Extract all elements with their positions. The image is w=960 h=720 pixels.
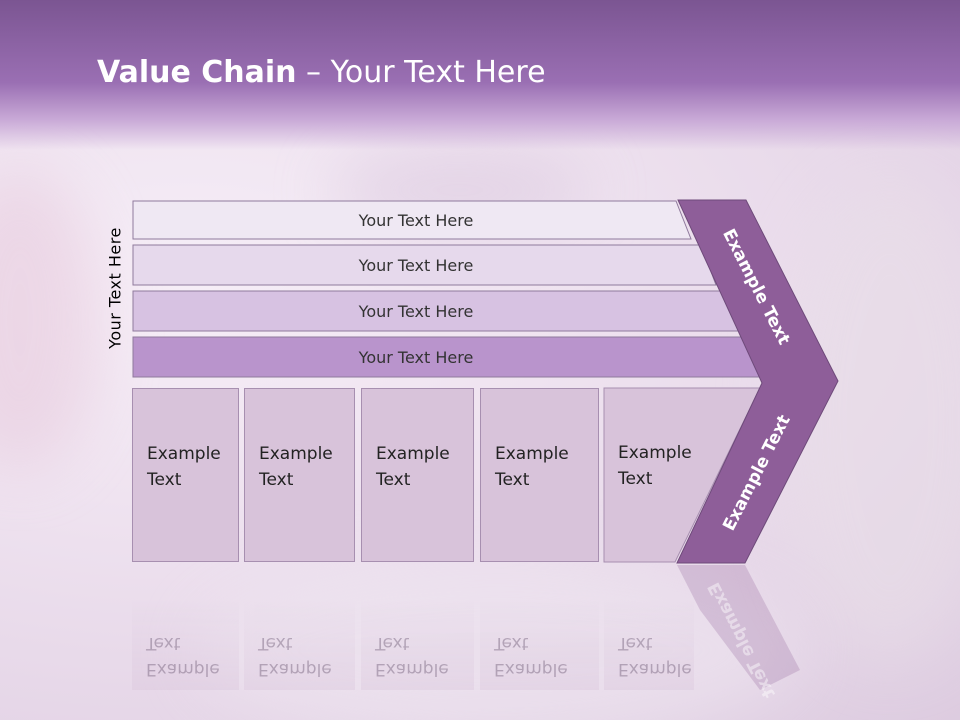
row-4-label: Your Text Here [358, 347, 474, 367]
row-1-label: Your Text Here [358, 210, 474, 230]
column-2-line2: Text [259, 470, 294, 490]
chevron-reflection [677, 565, 800, 690]
chevron-arrow[interactable] [676, 199, 839, 564]
row-3-label: Your Text Here [358, 301, 474, 321]
column-1-line1: Example [147, 444, 221, 464]
row-shape-1[interactable] [132, 200, 692, 240]
background-blob [200, 560, 800, 720]
row-shape-2[interactable] [132, 244, 717, 286]
column-5-line2: Text [618, 469, 653, 489]
title-bold: Value Chain [97, 55, 297, 90]
slide-title[interactable]: Value Chain – Your Text Here [97, 55, 546, 90]
column-5-line1: Example [618, 443, 692, 463]
row-3[interactable]: Your Text Here [133, 291, 699, 331]
column-1-line2: Text [147, 470, 182, 490]
column-4-line2: Text [495, 470, 530, 490]
column-3-line1: Example [376, 444, 450, 464]
title-rest: – Your Text Here [296, 55, 546, 90]
row-2-label: Your Text Here [358, 255, 474, 275]
row-2[interactable]: Your Text Here [133, 245, 699, 285]
column-2-line1: Example [259, 444, 333, 464]
row-4[interactable]: Your Text Here [133, 337, 699, 377]
column-4-line1: Example [495, 444, 569, 464]
row-1[interactable]: Your Text Here [133, 201, 699, 239]
column-3-line2: Text [376, 470, 411, 490]
header-band [0, 0, 960, 150]
column-shape-5[interactable] [603, 387, 761, 563]
